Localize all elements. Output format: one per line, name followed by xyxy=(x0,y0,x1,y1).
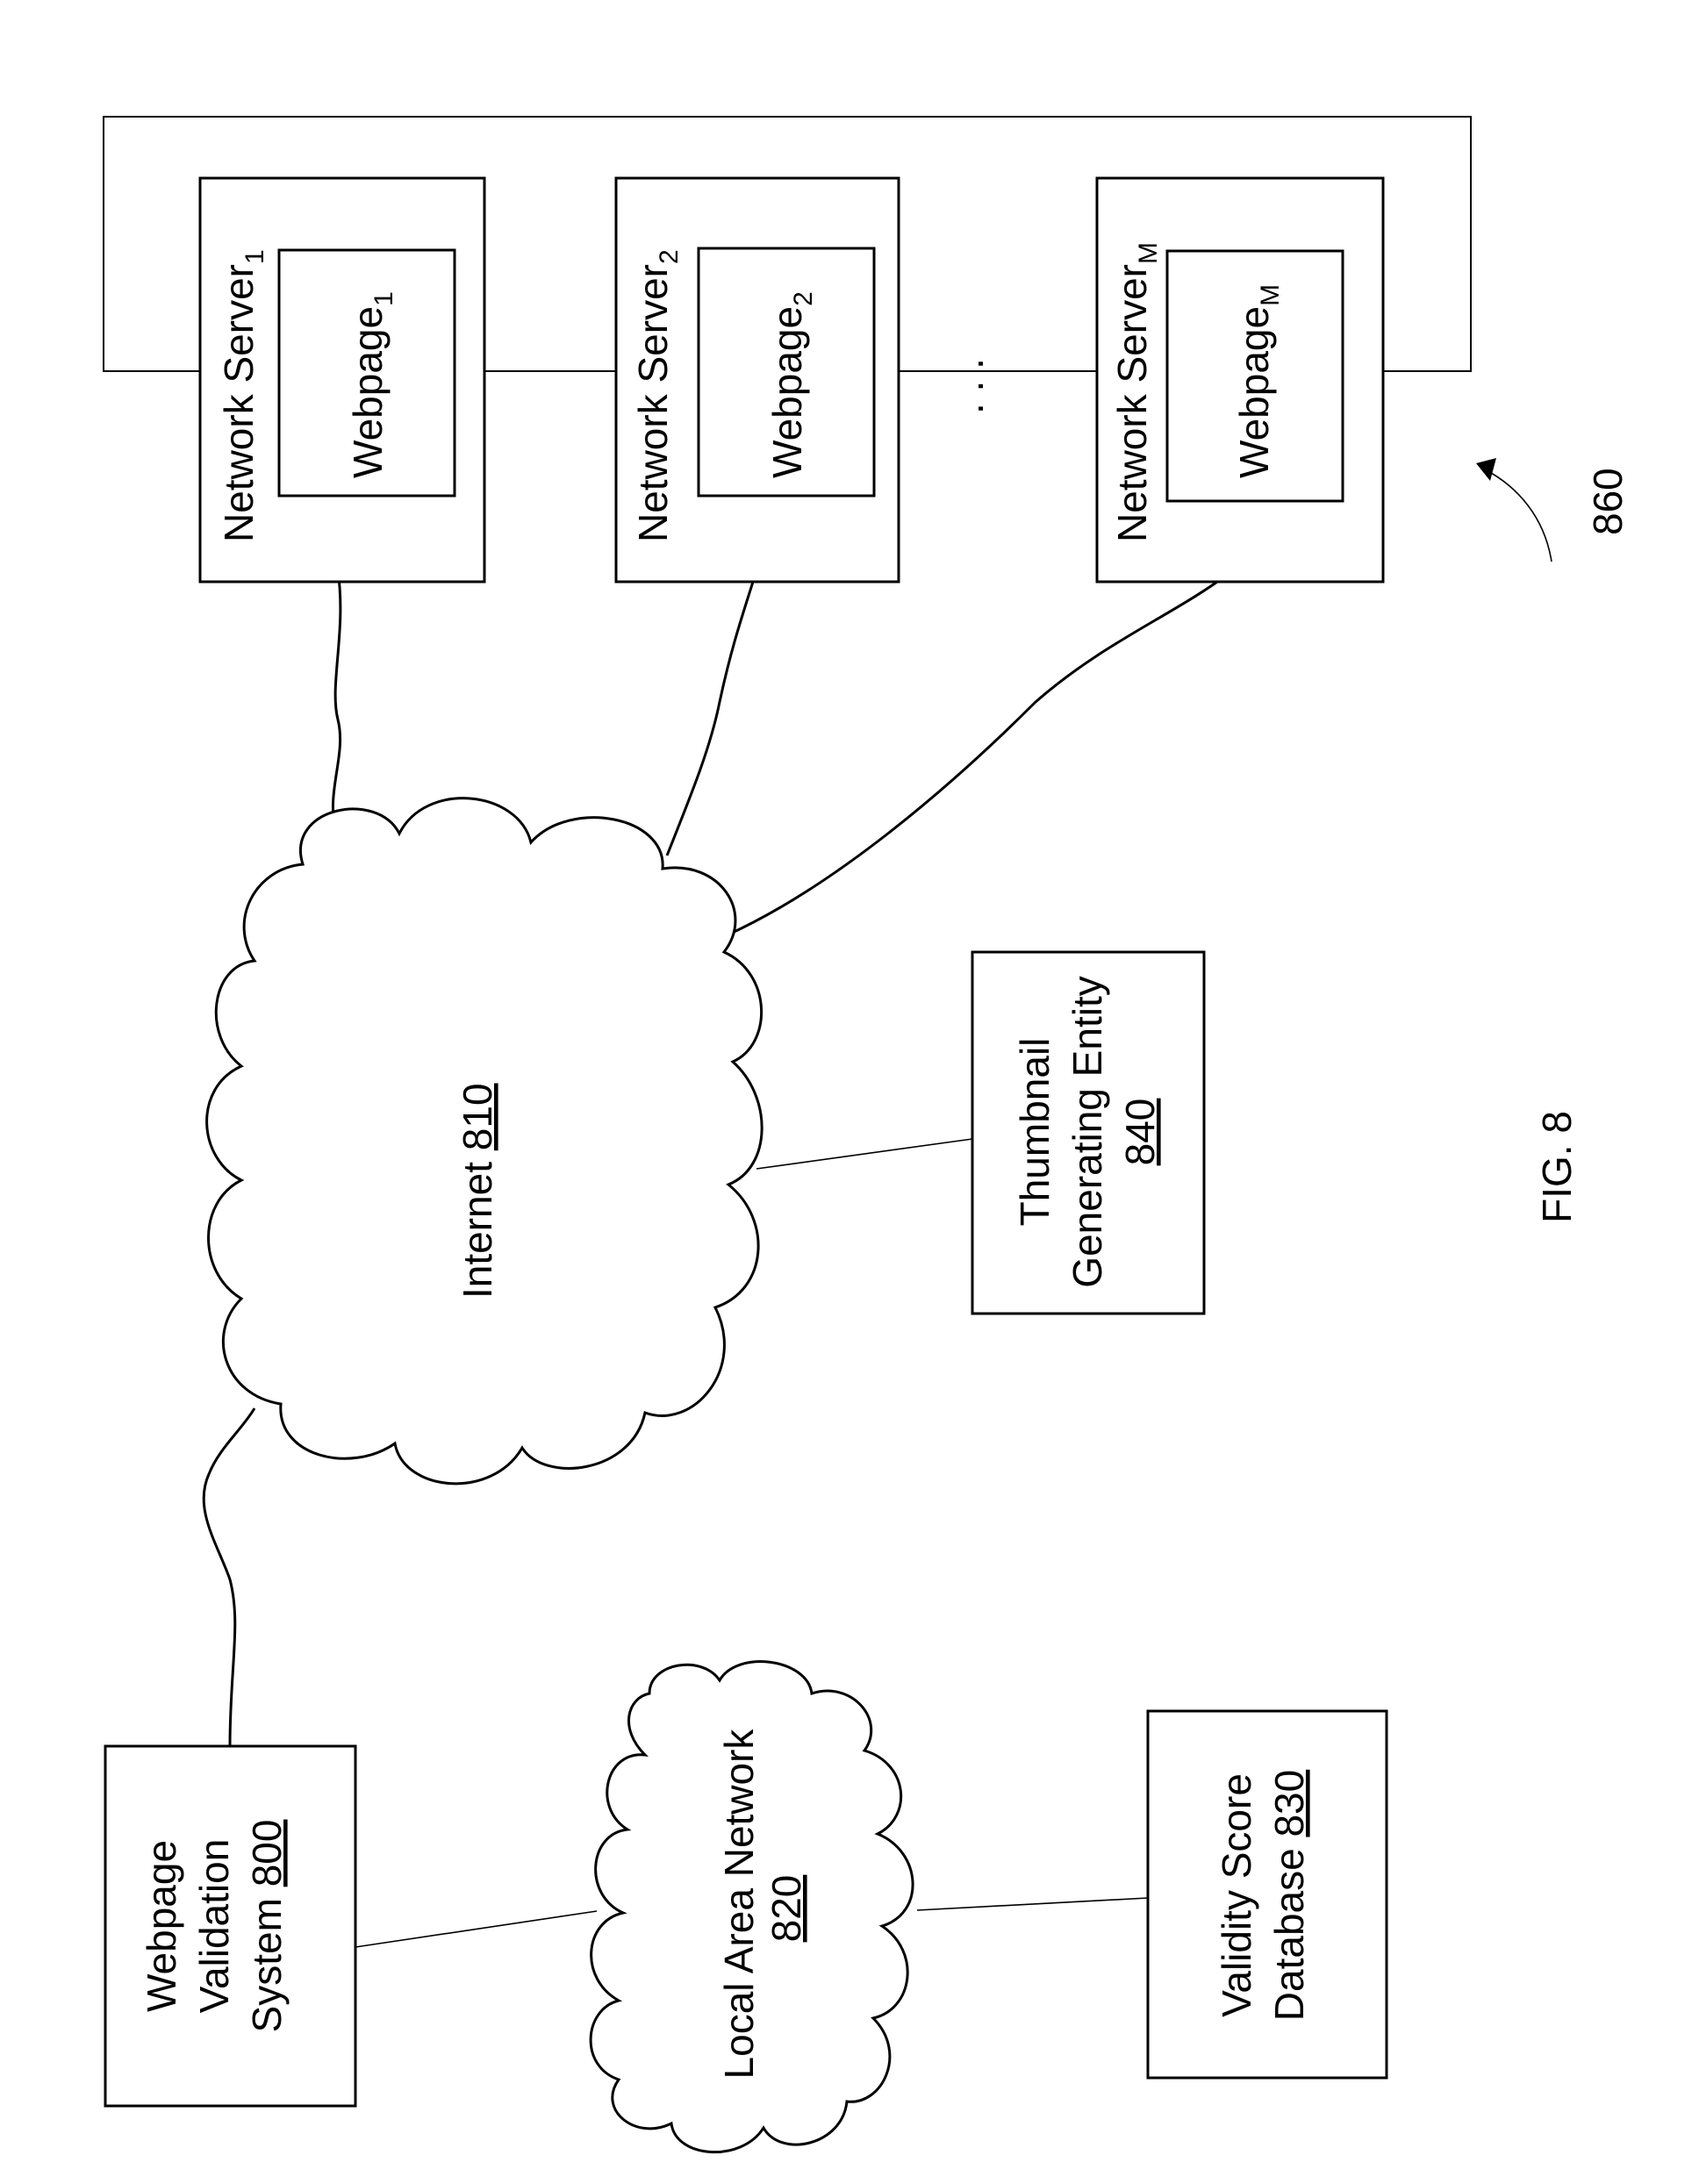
network-server-1-label: Network Server1 xyxy=(216,249,269,542)
server-ellipsis: . . . xyxy=(946,358,992,414)
arrow-head-icon xyxy=(1476,458,1496,481)
validation-line1: Webpage xyxy=(139,1840,184,2012)
thumbnail-ref: 840 xyxy=(1117,1099,1163,1166)
webpage-m-label: WebpageM xyxy=(1231,284,1285,478)
lan-ref: 820 xyxy=(763,1875,809,1943)
reference-arrow-860 xyxy=(1485,469,1552,562)
webpage-2-label: Webpage2 xyxy=(764,291,818,478)
network-server-1: Network Server1 Webpage1 xyxy=(200,178,484,582)
figure-caption: FIG. 8 xyxy=(1534,1111,1580,1223)
validity-score-database: Validity Score Database 830 xyxy=(1148,1711,1387,2078)
server-group-ref: 860 xyxy=(1585,468,1631,535)
thumbnail-line2: Generating Entity xyxy=(1065,976,1110,1287)
network-server-2: Network Server2 Webpage2 xyxy=(616,178,899,582)
thumbnail-line1: Thumbnail xyxy=(1012,1038,1057,1227)
lan-label: Local Area Network xyxy=(716,1729,762,2080)
webpage-1-label: Webpage1 xyxy=(345,291,398,478)
webpage-validation-system: Webpage Validation System 800 xyxy=(105,1746,355,2106)
database-line1: Validity Score xyxy=(1214,1773,1259,2017)
link-internet-server-2 xyxy=(667,570,756,856)
link-lan-database xyxy=(917,1898,1148,1910)
link-validation-lan xyxy=(355,1911,597,1947)
network-server-2-label: Network Server2 xyxy=(630,249,684,542)
link-internet-server-1 xyxy=(333,570,340,829)
link-internet-server-m xyxy=(728,570,1233,934)
thumbnail-generating-entity: Thumbnail Generating Entity 840 xyxy=(972,952,1204,1314)
link-validation-internet xyxy=(204,1408,254,1746)
internet-label: Internet 810 xyxy=(455,1083,500,1299)
validation-line3: System 800 xyxy=(244,1820,290,2033)
database-line2: Database 830 xyxy=(1266,1770,1312,2021)
validation-line2: Validation xyxy=(191,1839,237,2014)
link-internet-thumbnail xyxy=(756,1139,972,1169)
network-server-m: Network ServerM WebpageM xyxy=(1097,178,1383,582)
network-server-m-label: Network ServerM xyxy=(1109,242,1163,542)
